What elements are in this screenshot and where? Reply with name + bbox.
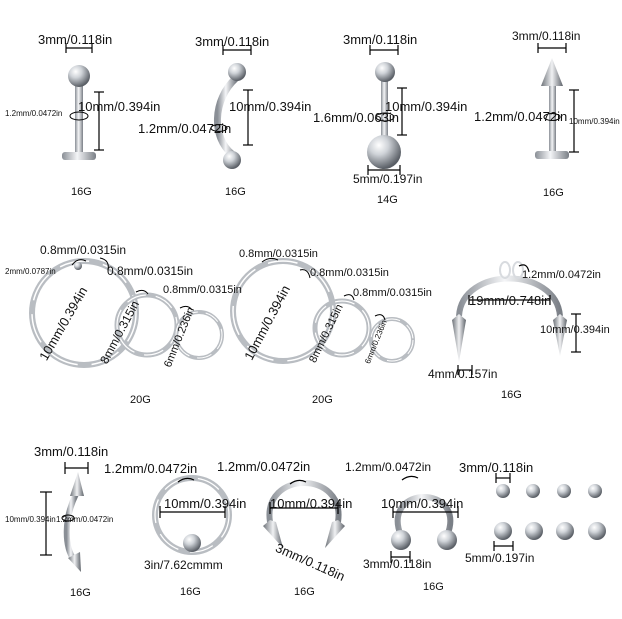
item9-thickness-label: 1.2mm/0.0472in (104, 461, 198, 476)
labret-ball-stud (62, 65, 96, 160)
item1-width-label: 3mm/0.118in (38, 32, 113, 47)
item3-gauge-label: 14G (377, 194, 398, 206)
dimension-lines-4 (537, 43, 579, 153)
dimension-lines-12 (493, 473, 514, 551)
item7-height-label: 10mm/0.394in (540, 324, 610, 336)
item1-thickness-label: 1.2mm/0.0472in (5, 109, 63, 118)
item1-gauge-label: 16G (71, 186, 92, 198)
spare-balls (494, 484, 606, 540)
item7-width-label: 19mm/0.748in (469, 293, 552, 308)
dimension-lines-6 (261, 257, 386, 321)
item10-diameter-label: 10mm/0.394in (270, 496, 353, 511)
spike-horseshoe (452, 261, 567, 362)
item9-gauge-label: 16G (180, 586, 201, 598)
item5-thickness3-label: 0.8mm/0.0315in (163, 284, 242, 296)
item4-length-label: 10mm/0.394in (569, 117, 620, 126)
item11-diameter-label: 10mm/0.394in (381, 496, 464, 511)
item8-gauge-label: 16G (70, 587, 91, 599)
ball-horseshoe (391, 494, 457, 550)
dimension-lines-11 (390, 475, 459, 563)
item2-gauge-label: 16G (225, 186, 246, 198)
item2-thickness-label: 1.2mm/0.0472in (138, 121, 232, 136)
item12-small-ball-label: 3mm/0.118in (459, 460, 534, 475)
item8-length-label: 10mm/0.394in (5, 515, 56, 524)
spike-labret (535, 58, 569, 159)
item11-thickness-label: 1.2mm/0.0472in (345, 460, 432, 474)
item5-thickness2-label: 0.8mm/0.0315in (107, 264, 194, 278)
item5-thickness1-label: 0.8mm/0.0315in (40, 243, 127, 257)
item3-ball-label: 5mm/0.197in (353, 172, 423, 186)
dimension-lines-5 (71, 257, 193, 311)
item8-thickness-label: 1.2mm/0.0472in (56, 515, 114, 524)
item6-thickness3-label: 0.8mm/0.0315in (353, 287, 432, 299)
dimension-lines-7 (457, 264, 581, 375)
item12-large-ball-label: 5mm/0.197in (465, 551, 535, 565)
item3-thickness-label: 1.6mm/0.063in (313, 110, 399, 125)
belly-button-ring (367, 62, 401, 169)
item4-gauge-label: 16G (543, 187, 564, 199)
item3-width-label: 3mm/0.118in (343, 32, 418, 47)
curved-spike-barbell (61, 472, 84, 572)
dimension-lines-2 (222, 45, 253, 146)
hoop-set-a (29, 258, 224, 368)
dimension-lines-9 (159, 477, 226, 518)
dimension-lines-8 (40, 462, 89, 556)
item11-ball-label: 3mm/0.118in (363, 557, 432, 571)
item5-gauge-label: 20G (130, 394, 151, 406)
spike-ring (263, 480, 345, 548)
item6-thickness2-label: 0.8mm/0.0315in (310, 267, 389, 279)
item7-gauge-label: 16G (501, 389, 522, 401)
item11-gauge-label: 16G (423, 581, 444, 593)
curved-barbell (210, 63, 246, 169)
item4-width-label: 3mm/0.118in (512, 29, 581, 43)
item7-spike-label: 4mm/0.157in (428, 367, 498, 381)
item2-width-label: 3mm/0.118in (195, 34, 270, 49)
captive-bead-ring (152, 475, 232, 555)
item4-thickness-label: 1.2mm/0.0472in (474, 109, 568, 124)
item6-gauge-label: 20G (312, 394, 333, 406)
item1-length-label: 10mm/0.394in (78, 99, 161, 114)
item10-thickness-label: 1.2mm/0.0472in (217, 459, 311, 474)
item2-length-label: 10mm/0.394in (229, 99, 312, 114)
dimension-lines-1 (65, 43, 104, 151)
item9-ball-label: 3in/7.62cmmm (144, 558, 223, 572)
hoop-set-b (230, 258, 415, 364)
item7-thickness-label: 1.2mm/0.0472in (522, 269, 601, 281)
dimension-lines-10 (269, 479, 339, 514)
item3-length-label: 10mm/0.394in (385, 99, 468, 114)
item5-bead-label: 2mm/0.0787in (5, 267, 56, 276)
item8-width-label: 3mm/0.118in (34, 444, 109, 459)
dimension-lines-3 (367, 45, 407, 175)
item9-diameter-label: 10mm/0.394in (164, 496, 247, 511)
item6-thickness1-label: 0.8mm/0.0315in (239, 248, 318, 260)
item10-gauge-label: 16G (294, 586, 315, 598)
